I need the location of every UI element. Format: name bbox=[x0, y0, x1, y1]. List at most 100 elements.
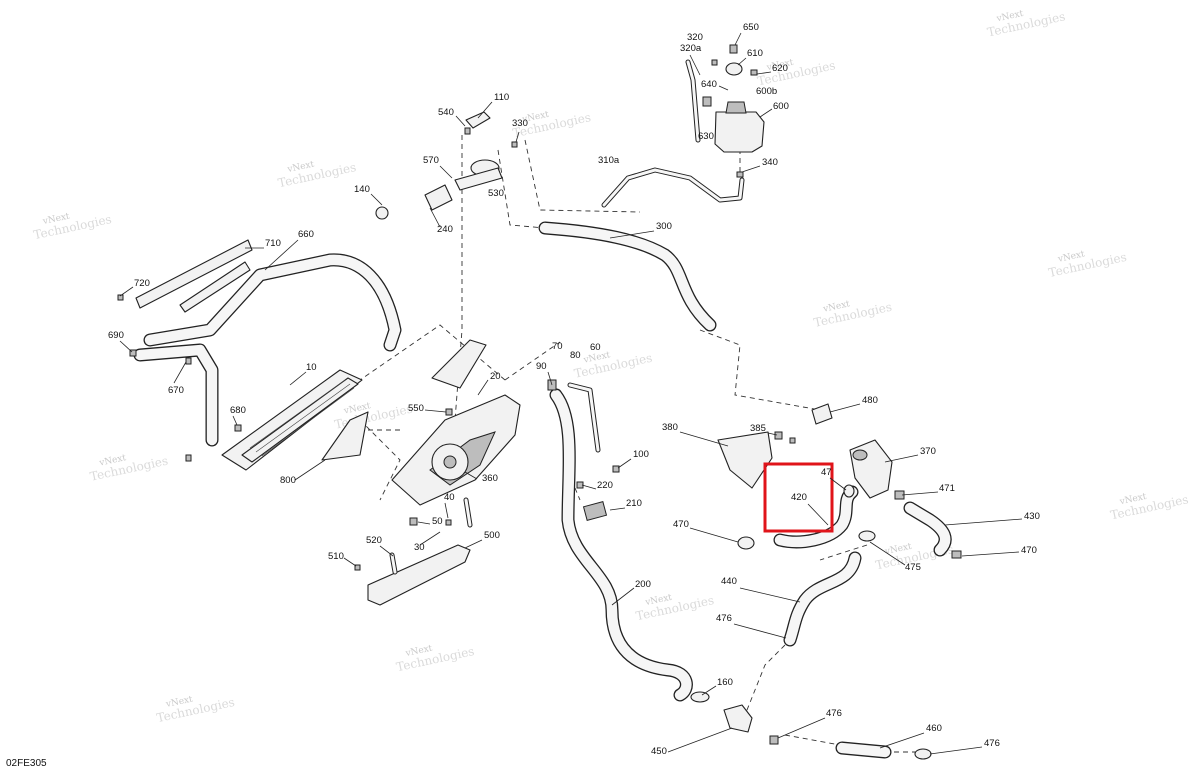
watermark: vNext Technologies bbox=[1047, 249, 1128, 280]
radiator-support-660 bbox=[117, 239, 402, 462]
callout-510: 510 bbox=[328, 551, 344, 562]
watermark: vNext Technologies bbox=[395, 644, 476, 675]
callout-200: 200 bbox=[635, 579, 651, 590]
callout-450: 450 bbox=[651, 746, 667, 757]
callout-690: 690 bbox=[108, 330, 124, 341]
reservoir-tank bbox=[714, 111, 765, 153]
watermark: vNext Technologies bbox=[32, 212, 113, 243]
callout-476: 476 bbox=[826, 708, 842, 719]
callout-160: 160 bbox=[717, 677, 733, 688]
callout-70: 70 bbox=[552, 341, 563, 352]
watermark: vNext Technologies bbox=[89, 453, 170, 484]
callout-570: 570 bbox=[423, 155, 439, 166]
callout-40: 40 bbox=[444, 492, 455, 503]
fan-assembly-20 bbox=[391, 394, 521, 528]
bracket-710 bbox=[135, 239, 253, 309]
callout-340: 340 bbox=[762, 157, 778, 168]
hose-300 bbox=[538, 221, 717, 332]
callout-240: 240 bbox=[437, 224, 453, 235]
radiator-cap bbox=[465, 111, 491, 129]
radiator-10 bbox=[221, 369, 363, 471]
hose-430 bbox=[858, 501, 962, 559]
callout-380: 380 bbox=[662, 422, 678, 433]
callout-610: 610 bbox=[747, 48, 763, 59]
callout-680: 680 bbox=[230, 405, 246, 416]
callout-430: 430 bbox=[1024, 511, 1040, 522]
callout-60: 60 bbox=[590, 342, 601, 353]
thermostat-housing bbox=[424, 184, 453, 211]
clamp-480 bbox=[811, 403, 833, 425]
callout-550: 550 bbox=[408, 403, 424, 414]
callout-300: 300 bbox=[656, 221, 672, 232]
callout-220: 220 bbox=[597, 480, 613, 491]
callout-460: 460 bbox=[926, 723, 942, 734]
callout-20: 20 bbox=[490, 371, 501, 382]
callout-90: 90 bbox=[536, 361, 547, 372]
callout-370: 370 bbox=[920, 446, 936, 457]
callout-320: 320 bbox=[687, 32, 703, 43]
callout-650: 650 bbox=[743, 22, 759, 33]
callout-475: 475 bbox=[905, 562, 921, 573]
water-pump-group bbox=[717, 403, 905, 500]
callout-800: 800 bbox=[280, 475, 296, 486]
reservoir-cap bbox=[725, 62, 743, 76]
filler-neck-group bbox=[375, 111, 518, 220]
callout-80: 80 bbox=[570, 350, 581, 361]
callout-476: 476 bbox=[716, 613, 732, 624]
callout-50: 50 bbox=[432, 516, 443, 527]
callout-540: 540 bbox=[438, 107, 454, 118]
callout-471: 471 bbox=[939, 483, 955, 494]
watermark: vNext Technologies bbox=[573, 350, 654, 381]
watermark: vNext Technologies bbox=[635, 593, 716, 624]
hose-420 bbox=[737, 484, 859, 550]
shroud-800 bbox=[321, 339, 487, 461]
callout-385: 385 bbox=[750, 423, 766, 434]
watermark: vNext Technologies bbox=[277, 160, 358, 191]
callout-720: 720 bbox=[134, 278, 150, 289]
coolant-reservoir-group bbox=[601, 44, 765, 208]
callout-520: 520 bbox=[366, 535, 382, 546]
bracket-500 bbox=[354, 544, 471, 606]
callout-420: 420 bbox=[791, 492, 807, 503]
pump-bracket-380 bbox=[717, 431, 773, 489]
callout-470: 470 bbox=[1021, 545, 1037, 556]
watermark: vNext Technologies bbox=[756, 58, 837, 89]
watermark: vNext Technologies bbox=[813, 299, 894, 330]
callout-310a: 310a bbox=[598, 155, 620, 166]
callout-640: 640 bbox=[701, 79, 717, 90]
callout-10: 10 bbox=[306, 362, 317, 373]
callout-480: 480 bbox=[862, 395, 878, 406]
callout-600: 600 bbox=[773, 101, 789, 112]
callout-620: 620 bbox=[772, 63, 788, 74]
figure-code: 02FE305 bbox=[6, 758, 47, 769]
hose-440 bbox=[783, 551, 862, 647]
tee-fitting-450 bbox=[723, 704, 753, 733]
callout-360: 360 bbox=[482, 473, 498, 484]
highlight-box-420 bbox=[763, 462, 834, 533]
leader-lines bbox=[119, 32, 1023, 755]
callout-710: 710 bbox=[265, 238, 281, 249]
callout-600b: 600b bbox=[756, 86, 777, 97]
hose-200 bbox=[547, 379, 693, 702]
clamp-140 bbox=[375, 206, 389, 220]
callout-440: 440 bbox=[721, 576, 737, 587]
callout-210: 210 bbox=[626, 498, 642, 509]
callout-630: 630 bbox=[698, 131, 714, 142]
watermark: vNext Technologies bbox=[1109, 492, 1190, 523]
callout-110: 110 bbox=[494, 92, 509, 103]
callout-500: 500 bbox=[484, 530, 500, 541]
callout-320a: 320a bbox=[680, 43, 702, 54]
callout-47: 47 bbox=[821, 467, 832, 478]
callout-140: 140 bbox=[354, 184, 370, 195]
lower-fittings bbox=[690, 691, 932, 760]
watermark: vNext Technologies bbox=[986, 9, 1067, 40]
watermark: vNext Technologies bbox=[333, 401, 414, 432]
callout-100: 100 bbox=[633, 449, 649, 460]
callout-530: 530 bbox=[488, 188, 504, 199]
callout-470: 470 bbox=[673, 519, 689, 530]
callout-660: 660 bbox=[298, 229, 314, 240]
watermark: vNext Technologies bbox=[155, 695, 236, 726]
callout-30: 30 bbox=[414, 542, 425, 553]
